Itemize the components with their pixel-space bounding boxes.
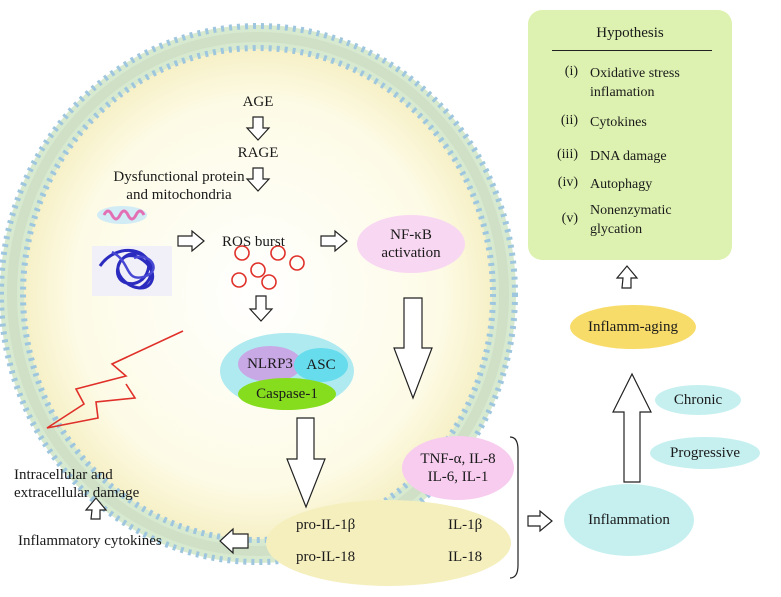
hypothesis-item-1-line1: Oxidative stress	[590, 66, 680, 81]
damage-bolt	[46, 330, 184, 429]
cell-interior	[22, 47, 494, 541]
hypothesis-item-5: Nonenzymatic glycation	[590, 201, 672, 239]
arrow-rage-ros	[245, 167, 271, 192]
chronic-oval: Chronic	[655, 385, 741, 415]
inflammation-label: Inflammation	[588, 512, 670, 528]
hypothesis-num-5: (v)	[561, 211, 578, 226]
hypothesis-item-3: DNA damage	[590, 149, 667, 164]
il18-label: IL-18	[448, 549, 483, 565]
progressive-label: Progressive	[670, 445, 740, 461]
damage-line1: Intracellular and	[14, 467, 113, 483]
interleukin-oval	[266, 500, 511, 586]
rage-label: RAGE	[237, 145, 279, 161]
damage-line2: extracellular damage	[14, 485, 140, 501]
ros-circles	[231, 245, 305, 290]
hypothesis-num-4: (iv)	[557, 175, 578, 190]
arrow-inflammation-aging	[612, 372, 652, 483]
cytokine-line1: TNF-α, IL-8	[420, 451, 496, 467]
damage-label: Intracellular and extracellular damage	[14, 466, 139, 502]
inflammatory-cytokines-label: Inflammatory cytokines	[18, 533, 162, 549]
arrow-aging-hypothesis	[615, 265, 639, 289]
hypothesis-item-1: Oxidative stress inflamation	[590, 64, 680, 102]
dysfunctional-label: Dysfunctional protein and mitochondria	[94, 168, 264, 204]
ros-circle	[261, 274, 277, 290]
il1b-label: IL-1β	[448, 517, 483, 533]
hypothesis-item-5-line1: Nonenzymatic	[590, 203, 672, 218]
inflamm-aging-label: Inflamm-aging	[588, 319, 678, 335]
asc-label: ASC	[306, 357, 336, 373]
protein-strand	[102, 209, 146, 221]
ros-burst-label: ROS burst	[222, 234, 285, 250]
pro-il18-label: pro-IL-18	[296, 549, 356, 565]
inflammation-oval: Inflammation	[564, 484, 694, 556]
cytokine-line2: IL-6, IL-1	[427, 469, 489, 485]
hypothesis-num-1: (i)	[564, 64, 578, 79]
nlrp3-oval: NLRP3	[238, 346, 302, 382]
chronic-label: Chronic	[673, 392, 723, 408]
dysfunctional-line1: Dysfunctional protein	[113, 169, 245, 185]
arrow-caspase-down	[286, 417, 326, 509]
ros-circle	[270, 245, 286, 261]
hypothesis-item-1-line2: inflamation	[590, 85, 655, 100]
ros-circle	[289, 255, 305, 271]
pro-il1b-label: pro-IL-1β	[296, 517, 356, 533]
cytokine-bracket	[509, 436, 519, 579]
ros-circle	[250, 262, 266, 278]
arrow-dysfunction-ros	[177, 229, 205, 253]
arrow-cytokines-damage	[84, 497, 108, 520]
cytokine-oval: TNF-α, IL-8 IL-6, IL-1	[402, 436, 514, 500]
cell-membrane	[0, 23, 518, 565]
hypothesis-num-3: (iii)	[557, 147, 578, 162]
caspase-oval: Caspase-1	[238, 378, 336, 410]
nfkb-oval: NF-κB activation	[357, 215, 465, 273]
hypothesis-item-4: Autophagy	[590, 177, 653, 192]
asc-oval: ASC	[294, 348, 348, 382]
arrow-nfkb-down	[393, 297, 433, 400]
progressive-oval: Progressive	[650, 437, 760, 469]
hypothesis-divider	[552, 50, 712, 51]
arrow-ros-nfkb	[320, 229, 348, 253]
age-label: AGE	[242, 94, 274, 110]
hypothesis-title: Hypothesis	[596, 25, 664, 41]
mitochondria-strand	[98, 248, 154, 290]
arrow-bracket-inflammation	[527, 509, 553, 533]
caspase-label: Caspase-1	[256, 386, 318, 402]
inflamm-aging-oval: Inflamm-aging	[570, 305, 696, 349]
hypothesis-box: Hypothesis (i) Oxidative stress inflamat…	[528, 10, 732, 260]
hypothesis-item-5-line2: glycation	[590, 222, 643, 237]
nfkb-label-line2: activation	[381, 245, 441, 261]
ros-circle	[231, 272, 247, 288]
nfkb-label-line1: NF-κB	[390, 227, 432, 243]
arrow-interleukins-cytokines	[219, 527, 249, 555]
ros-circle	[234, 245, 250, 261]
hypothesis-item-2: Cytokines	[590, 115, 647, 130]
nlrp3-label: NLRP3	[247, 356, 293, 372]
dysfunctional-line2: and mitochondria	[126, 187, 232, 203]
arrow-age-rage	[245, 116, 271, 141]
hypothesis-num-2: (ii)	[560, 113, 578, 128]
arrow-ros-inflammasome	[248, 295, 274, 322]
